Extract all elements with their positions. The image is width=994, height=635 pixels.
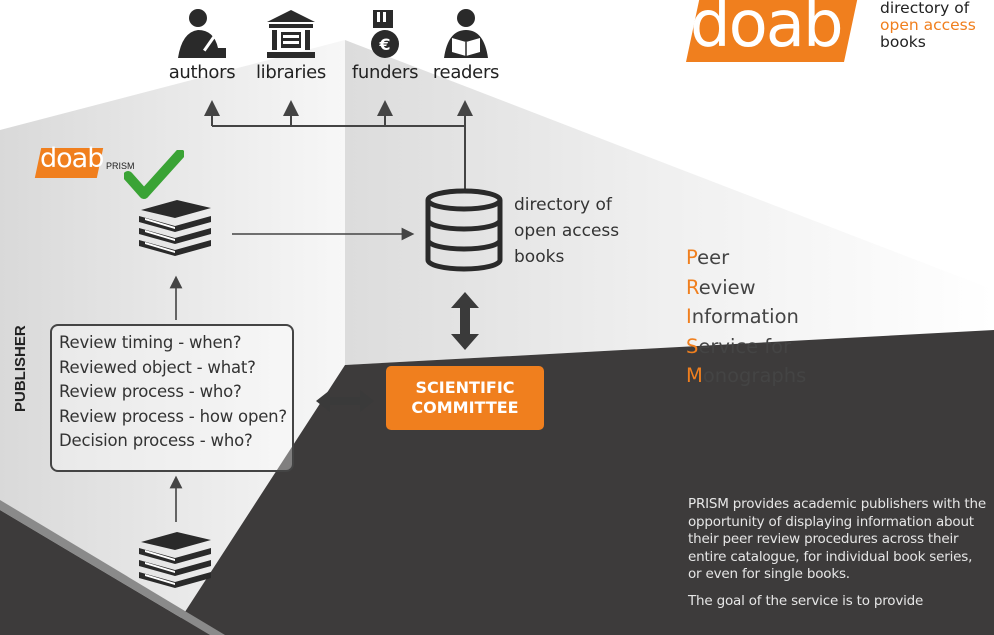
description-paragraph: PRISM provides academic publishers with … — [688, 496, 986, 582]
database-label: directory of open access books — [514, 192, 619, 270]
acronym-rest: eer — [697, 246, 730, 269]
database-icon — [425, 188, 503, 272]
review-question: Reviewed object - what? — [59, 357, 256, 377]
acronym-initial: M — [686, 364, 703, 387]
doab-prism-logo-word: doab — [40, 143, 104, 174]
acronym-line: Information — [686, 302, 806, 332]
review-question: Review process - who? — [59, 382, 242, 401]
acronym-rest: ervice for — [698, 334, 792, 358]
prism-description: PRISM provides academic publishers with … — [688, 496, 988, 619]
svg-text:€: € — [378, 35, 390, 54]
acronym-initial: S — [686, 334, 699, 358]
review-question: Decision process - who? — [59, 431, 253, 450]
tagline-line-2: open access — [880, 16, 976, 34]
stakeholder-readers: readers — [421, 8, 511, 83]
doab-tagline: directory of open access books — [880, 0, 976, 51]
author-writing-icon — [178, 9, 226, 58]
acronym-rest: eview — [698, 275, 756, 299]
stakeholder-label: libraries — [255, 62, 326, 83]
stakeholder-authors: authors — [157, 8, 247, 83]
review-questions-box: Review timing - when? Reviewed object - … — [50, 324, 294, 472]
prism-acronym: Peer Review Information Service for Mono… — [686, 243, 806, 391]
acronym-initial: R — [686, 275, 699, 299]
description-paragraph: The goal of the service is to provide — [688, 592, 924, 609]
stakeholder-label: funders — [351, 62, 419, 83]
publisher-label: PUBLISHER — [12, 325, 32, 412]
vertical-double-arrow — [451, 292, 479, 350]
acronym-rest: onographs — [702, 364, 807, 387]
acronym-initial: P — [686, 246, 698, 269]
scientific-committee-box: SCIENTIFIC COMMITTEE — [386, 366, 544, 430]
library-building-icon — [267, 10, 315, 58]
green-check-icon — [124, 150, 184, 199]
database-label-line: open access — [514, 221, 620, 241]
database-label-line: directory of — [514, 195, 612, 215]
doab-logo-word: doab — [690, 0, 844, 62]
acronym-line: Monographs — [686, 361, 806, 391]
prism-label: PRISM — [106, 161, 135, 171]
tagline-line-1: directory of — [880, 0, 970, 17]
horizontal-double-arrow — [316, 390, 374, 412]
reader-book-icon — [444, 9, 488, 58]
committee-line-2: COMMITTEE — [411, 398, 519, 417]
funder-hand-euro-icon: € — [371, 10, 399, 58]
database-label-line: books — [514, 247, 565, 267]
acronym-line: Review — [686, 273, 806, 303]
tagline-line-3: books — [880, 33, 926, 51]
review-question: Review timing - when? — [59, 333, 242, 352]
book-stack-icon — [139, 200, 211, 256]
review-question: Review process - how open? — [59, 406, 287, 426]
acronym-line: Peer — [686, 243, 806, 273]
stakeholder-funders: € funders — [340, 8, 430, 83]
stakeholder-label: readers — [432, 62, 500, 83]
stakeholder-libraries: libraries — [246, 8, 336, 83]
acronym-rest: nformation — [691, 305, 799, 328]
acronym-initial: I — [686, 305, 692, 328]
committee-line-1: SCIENTIFIC — [415, 378, 515, 397]
book-stack-icon — [139, 532, 211, 588]
stakeholder-label: authors — [168, 62, 236, 83]
acronym-line: Service for — [686, 332, 806, 362]
